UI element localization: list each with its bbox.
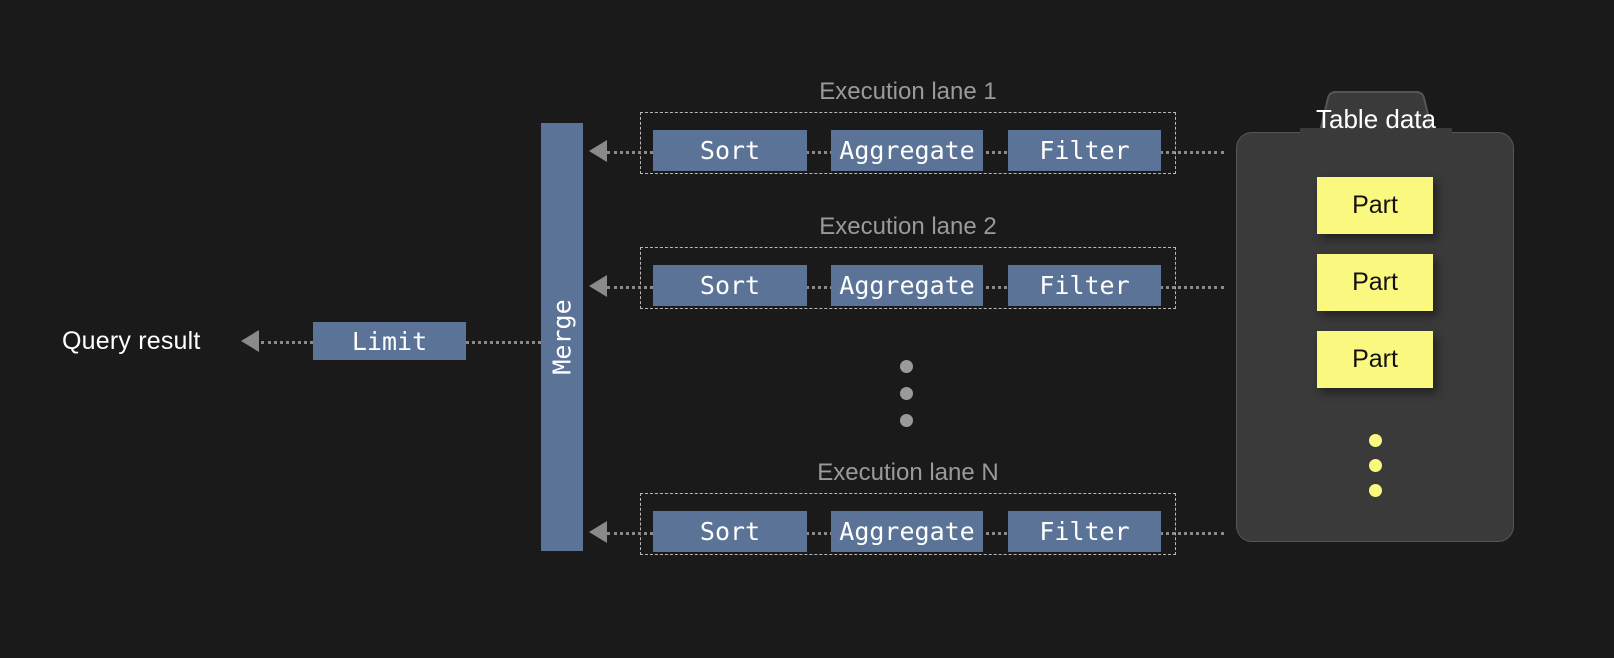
arrow-left-icon-query-result [241, 330, 259, 352]
lane-label-1: Execution lane 1 [819, 78, 997, 105]
arrow-left-icon-lane-n [589, 521, 607, 543]
part-ellipsis [1369, 434, 1382, 497]
lane-label-2: Execution lane 2 [819, 213, 997, 240]
tab-panel-join [1300, 128, 1452, 140]
operator-sort-lane-2[interactable]: Sort [653, 265, 807, 306]
operator-filter-lane-1[interactable]: Filter [1008, 130, 1161, 171]
operator-filter-lane-2[interactable]: Filter [1008, 265, 1161, 306]
lane-container-1 [640, 112, 1176, 174]
table-data-title: Table data [1316, 104, 1436, 134]
ellipsis-dot [1369, 459, 1382, 472]
part-box-1[interactable]: Part [1317, 177, 1433, 234]
merge-operator[interactable]: Merge [541, 123, 583, 551]
ellipsis-dot [1369, 484, 1382, 497]
arrow-left-icon-lane-2 [589, 275, 607, 297]
ellipsis-dot [900, 360, 913, 373]
part-box-3[interactable]: Part [1317, 331, 1433, 388]
ellipsis-dot [900, 387, 913, 400]
operator-filter-lane-n[interactable]: Filter [1008, 511, 1161, 552]
operator-aggregate-lane-n[interactable]: Aggregate [831, 511, 983, 552]
lane-ellipsis [900, 360, 913, 427]
lane-label-n: Execution lane N [817, 459, 999, 486]
operator-limit[interactable]: Limit [313, 322, 466, 360]
operator-aggregate-lane-2[interactable]: Aggregate [831, 265, 983, 306]
operator-aggregate-lane-1[interactable]: Aggregate [831, 130, 983, 171]
query-result-label: Query result [62, 326, 201, 355]
merge-label: Merge [547, 299, 577, 375]
lane-container-n [640, 493, 1176, 555]
ellipsis-dot [900, 414, 913, 427]
operator-sort-lane-n[interactable]: Sort [653, 511, 807, 552]
part-box-2[interactable]: Part [1317, 254, 1433, 311]
arrow-left-icon-lane-1 [589, 140, 607, 162]
operator-sort-lane-1[interactable]: Sort [653, 130, 807, 171]
ellipsis-dot [1369, 434, 1382, 447]
lane-container-2 [640, 247, 1176, 309]
